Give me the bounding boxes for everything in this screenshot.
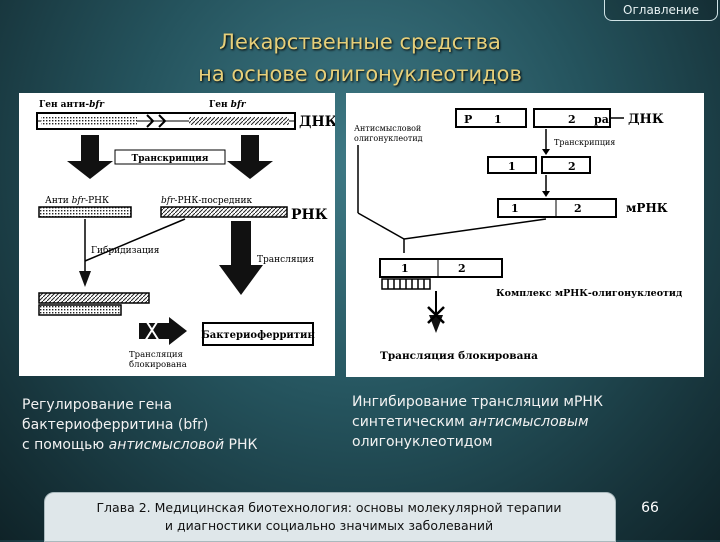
dna-label: ДНК bbox=[299, 114, 335, 130]
title-line-2: на основе олигонуклеотидов bbox=[198, 62, 522, 86]
complex-mrna-strand bbox=[379, 258, 503, 278]
left-diagram: Ген анти-bfr Ген bfr ДНК Транскрипция Ан… bbox=[19, 93, 335, 376]
right-diagram-svg: Р 1 2 ра ДНК Антисмысловой олигонуклеоти… bbox=[354, 108, 682, 362]
transcription-label: Транскрипция bbox=[132, 154, 209, 164]
translation-arrow bbox=[219, 265, 263, 295]
right-caption-line2: синтетическим антисмысловым bbox=[352, 414, 589, 430]
mrna-label: мРНК bbox=[626, 201, 668, 215]
slide-title: Лекарственные средства на основе олигону… bbox=[80, 26, 640, 90]
gene-bfr-label: Ген bfr bbox=[209, 100, 247, 110]
bfr-mrna-label: bfr-РНК-посредник bbox=[161, 196, 252, 206]
left-caption-line3: с помощью антисмысловой РНК bbox=[22, 437, 258, 453]
dna-exon2-label: 2 bbox=[568, 113, 576, 126]
transcription-arrow-left bbox=[67, 161, 113, 179]
polya-label: ра bbox=[594, 113, 609, 126]
complex-2: 2 bbox=[458, 262, 466, 275]
mrna-strand bbox=[497, 198, 617, 218]
dna-label: ДНК bbox=[628, 112, 664, 127]
anti-bfr-rna-label: Анти bfr-РНК bbox=[45, 196, 109, 206]
right-caption-line3: олигонуклеотидом bbox=[352, 434, 493, 450]
bfr-gene-segment bbox=[189, 117, 289, 125]
footer-line1: Глава 2. Медицинская биотехнология: осно… bbox=[96, 500, 562, 515]
pre-mrna-2: 2 bbox=[568, 160, 576, 173]
right-caption: Ингибирование трансляции мРНК синтетичес… bbox=[352, 392, 692, 452]
mrna-2: 2 bbox=[574, 202, 582, 215]
left-diagram-svg: Ген анти-bfr Ген bfr ДНК Транскрипция Ан… bbox=[36, 100, 335, 370]
antisense-hybrid-strand bbox=[38, 304, 122, 316]
pre-mrna-1: 1 bbox=[508, 160, 516, 173]
bfr-mrna-strand bbox=[160, 206, 288, 218]
translation-blocked-line1: Трансляция bbox=[129, 350, 183, 360]
anti-bfr-gene-segment bbox=[41, 117, 137, 125]
right-diagram: Р 1 2 ра ДНК Антисмысловой олигонуклеоти… bbox=[346, 93, 704, 377]
right-caption-line1: Ингибирование трансляции мРНК bbox=[352, 394, 603, 410]
transcription-arrow-right bbox=[227, 161, 273, 179]
antisense-label-1: Антисмысловой bbox=[354, 124, 421, 133]
antisense-label-2: олигонуклеотид bbox=[354, 134, 423, 143]
page-number: 66 bbox=[641, 500, 659, 516]
chapter-footer: Глава 2. Медицинская биотехнология: осно… bbox=[44, 492, 616, 542]
anti-bfr-rna-strand bbox=[38, 206, 132, 218]
mrna-hybrid-strand bbox=[38, 292, 150, 304]
rna-label: РНК bbox=[291, 207, 328, 223]
blocked-arrow bbox=[169, 317, 187, 345]
bound-oligonucleotide bbox=[381, 278, 431, 290]
bacterioferritin-box bbox=[202, 322, 314, 346]
left-caption-line1: Регулирование гена bbox=[22, 397, 173, 413]
blocked-translation-arrow bbox=[429, 315, 443, 333]
mrna-1: 1 bbox=[511, 202, 519, 215]
promoter-label: Р bbox=[464, 113, 472, 126]
gene-anti-bfr-label: Ген анти-bfr bbox=[39, 100, 105, 110]
translation-blocked-label: Трансляция блокирована bbox=[380, 350, 538, 362]
title-line-1: Лекарственные средства bbox=[219, 30, 501, 54]
left-caption-line2: бактериоферритина (bfr) bbox=[22, 417, 209, 433]
translation-blocked-line2: блокирована bbox=[129, 359, 187, 370]
dna-exon1-label: 1 bbox=[494, 113, 502, 126]
complex-1: 1 bbox=[401, 262, 409, 275]
transcription-label: Транскрипция bbox=[554, 138, 615, 147]
pre-mrna-exon1 bbox=[487, 156, 537, 174]
left-caption: Регулирование гена бактериоферритина (bf… bbox=[22, 395, 342, 455]
toc-button[interactable]: Оглавление bbox=[604, 0, 718, 21]
hybridization-arrow bbox=[79, 271, 91, 287]
complex-label: Комплекс мРНК-олигонуклеотид bbox=[496, 288, 682, 299]
pre-mrna-exon2 bbox=[541, 156, 591, 174]
hybridization-label: Гибридизация bbox=[91, 245, 160, 256]
bacterioferritin-label: Бактериоферритин bbox=[201, 330, 315, 341]
footer-line2: и диагностики социально значимых заболев… bbox=[164, 518, 494, 533]
dna-segment-1 bbox=[455, 108, 527, 128]
translation-label: Трансляция bbox=[257, 255, 314, 265]
